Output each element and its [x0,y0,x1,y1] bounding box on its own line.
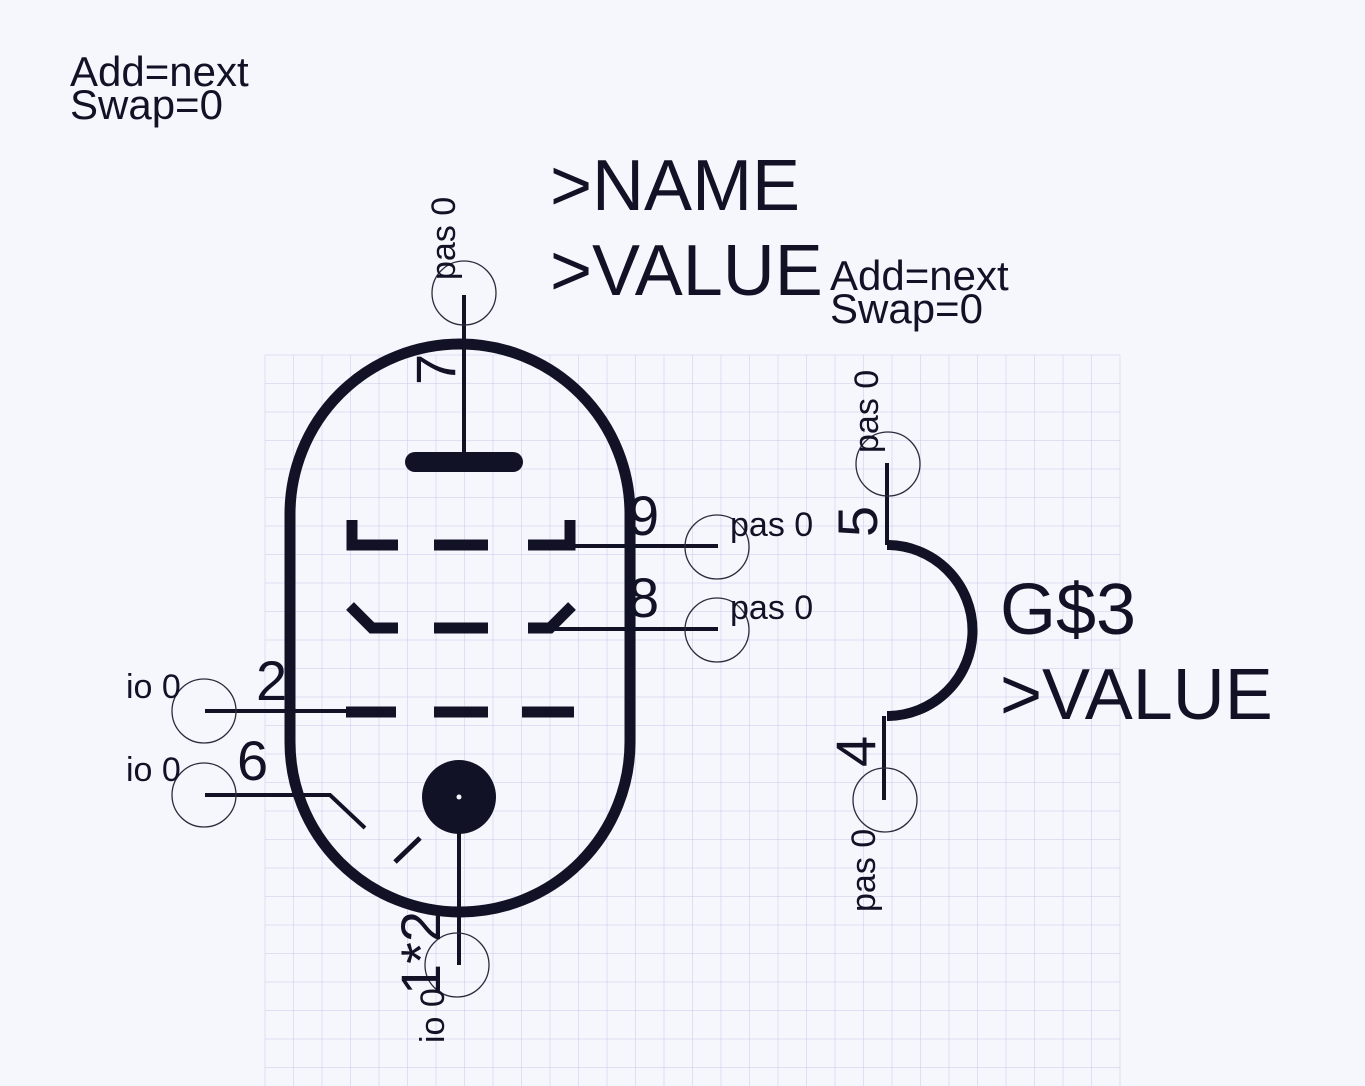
tube-swap-info: Swap=0 [70,81,223,128]
heater-symbol[interactable]: Add=next Swap=0 5 4 pas 0 pas 0 G$3 >VAL… [824,252,1273,912]
pin-6-connector[interactable] [171,762,237,828]
heater-value-placeholder: >VALUE [1000,655,1273,735]
pin-6-line [205,793,367,830]
pin-5-label: pas 0 [848,370,886,453]
pin-1-connector[interactable] [424,932,490,998]
pin-5-number: 5 [826,506,889,537]
pin-8-label: pas 0 [730,589,813,627]
pin-8-number: 8 [628,566,659,629]
cathode-tick [393,836,422,864]
heater-filament [886,540,978,721]
screen-grid [346,602,576,634]
pin-7-number: 7 [404,354,467,385]
pin-4-number: 4 [824,736,887,767]
background-grid [264,354,1121,1086]
tube-name-placeholder: >NAME [550,146,800,226]
pin-8-connector[interactable] [684,597,750,663]
tube-symbol[interactable]: Add=next Swap=0 >NAME >VALUE [70,48,823,1043]
pin-1-label: io 0 [414,988,452,1043]
pin-2-connector[interactable] [171,678,237,744]
pin-4-label: pas 0 [845,829,883,912]
pin-4-connector[interactable] [852,767,918,833]
tube-add-info: Add=next [70,48,249,95]
heater-name: G$3 [1000,570,1136,650]
pin-1-number: 1*2 [389,911,452,995]
pin-6-number: 6 [237,729,268,792]
pin-9-label: pas 0 [730,506,813,544]
suppressor-grid [346,520,576,551]
pin-9-number: 9 [628,484,659,547]
pin-9-connector[interactable] [684,514,750,580]
heater-swap-info: Swap=0 [830,285,983,332]
heater-add-info: Add=next [830,252,1009,299]
pin-7-label: pas 0 [425,197,463,280]
pin-2-number: 2 [256,649,287,712]
pin-2-label: io 0 [126,668,181,706]
pin-5-connector[interactable] [855,431,921,497]
pin-6-label: io 0 [126,751,181,789]
pin-7-connector[interactable] [431,260,497,326]
tube-value-placeholder: >VALUE [550,231,823,311]
